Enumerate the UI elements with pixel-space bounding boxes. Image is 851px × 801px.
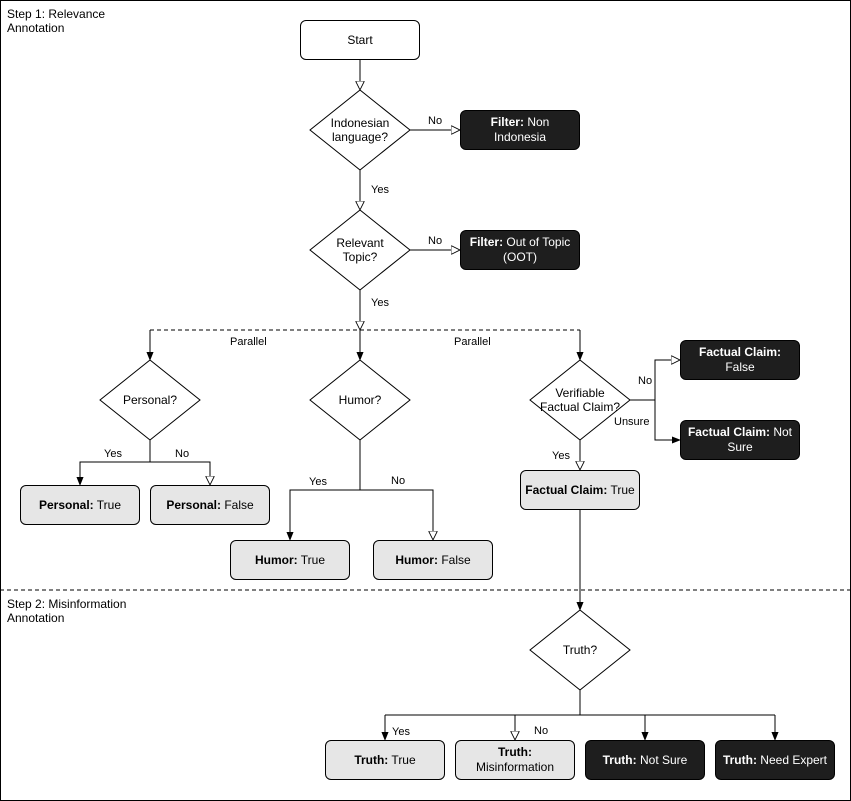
factual-claim-not-sure: Factual Claim: Not Sure: [680, 420, 800, 460]
personal-question-text: Personal?: [122, 393, 178, 407]
factual-claim-true: Factual Claim: True: [520, 470, 640, 510]
truth-value: True: [388, 752, 416, 767]
factual-claim-false: Factual Claim: False: [680, 340, 800, 380]
factual-value: True: [607, 482, 635, 497]
truth-value: Not Sure: [636, 752, 688, 767]
truth-label: Truth:: [602, 752, 637, 767]
truth-label: Truth:: [722, 752, 757, 767]
filter-label: Filter:: [490, 115, 524, 129]
truth-value: Misinformation: [475, 760, 555, 774]
edge-label-parallel: Parallel: [453, 336, 492, 348]
filter-non-indonesia: Filter: Non Indonesia: [460, 110, 580, 150]
edge-label-yes: Yes: [308, 476, 328, 488]
filter-out-of-topic: Filter: Out of Topic (OOT): [460, 230, 580, 270]
factual-label: Factual Claim:: [687, 425, 770, 439]
humor-question-text: Humor?: [338, 393, 382, 407]
step1-label: Step 1: Relevance Annotation: [7, 7, 106, 35]
truth-question-text: Truth?: [562, 643, 598, 657]
personal-true: Personal: True: [20, 485, 140, 525]
edge-label-yes: Yes: [370, 297, 390, 309]
edge-label-yes: Yes: [370, 184, 390, 196]
humor-false: Humor: False: [373, 540, 493, 580]
truth-value: Need Expert: [756, 752, 828, 767]
factual-value: Not Sure: [727, 425, 793, 454]
edge-label-no: No: [637, 375, 654, 387]
truth-not-sure: Truth: Not Sure: [585, 740, 705, 780]
start-node: Start: [300, 20, 420, 60]
truth-label: Truth:: [498, 745, 532, 759]
factual-label: Factual Claim:: [698, 345, 782, 359]
edge-label-yes: Yes: [103, 448, 123, 460]
humor-label: Humor:: [254, 552, 298, 567]
edge-verifiable-no: [630, 360, 679, 401]
edge-label-no: No: [390, 475, 407, 487]
relevant-topic-text: Relevant Topic?: [336, 236, 384, 264]
factual-label: Factual Claim:: [525, 482, 608, 497]
verifiable-question-text: Verifiable Factual Claim?: [539, 386, 621, 414]
edge-label-no: No: [427, 115, 444, 127]
edge-humor-no: [360, 489, 433, 539]
factual-value: False: [725, 360, 755, 374]
edge-label-no: No: [174, 448, 191, 460]
edge-label-unsure: Unsure: [613, 416, 651, 428]
personal-value: True: [93, 497, 122, 512]
edge-verifiable-unsure: [654, 400, 679, 440]
personal-false: Personal: False: [150, 485, 270, 525]
humor-true: Humor: True: [230, 540, 350, 580]
humor-label: Humor:: [395, 552, 438, 567]
personal-value: False: [221, 497, 254, 512]
truth-label: Truth:: [354, 752, 389, 767]
edge-label-yes: Yes: [551, 450, 571, 462]
truth-misinformation: Truth: Misinformation: [455, 740, 575, 780]
edge-personal-yes: [80, 440, 151, 484]
filter-value: Non Indonesia: [493, 115, 550, 144]
edge-label-yes: Yes: [391, 726, 411, 738]
truth-true: Truth: True: [325, 740, 445, 780]
edge-label-no: No: [427, 235, 444, 247]
indonesian-language-text: Indonesian language?: [330, 116, 390, 144]
personal-label: Personal:: [38, 497, 94, 512]
edge-humor-yes: [290, 440, 361, 539]
edge-label-no: No: [533, 725, 550, 737]
step2-label: Step 2: Misinformation Annotation: [7, 597, 127, 625]
filter-value: Out of Topic (OOT): [503, 235, 571, 264]
edge-personal-no: [150, 461, 210, 484]
humor-value: True: [297, 552, 326, 567]
humor-value: False: [437, 552, 471, 567]
personal-label: Personal:: [166, 497, 221, 512]
edge-label-parallel: Parallel: [229, 336, 268, 348]
filter-label: Filter:: [469, 235, 504, 249]
truth-need-expert: Truth: Need Expert: [715, 740, 835, 780]
